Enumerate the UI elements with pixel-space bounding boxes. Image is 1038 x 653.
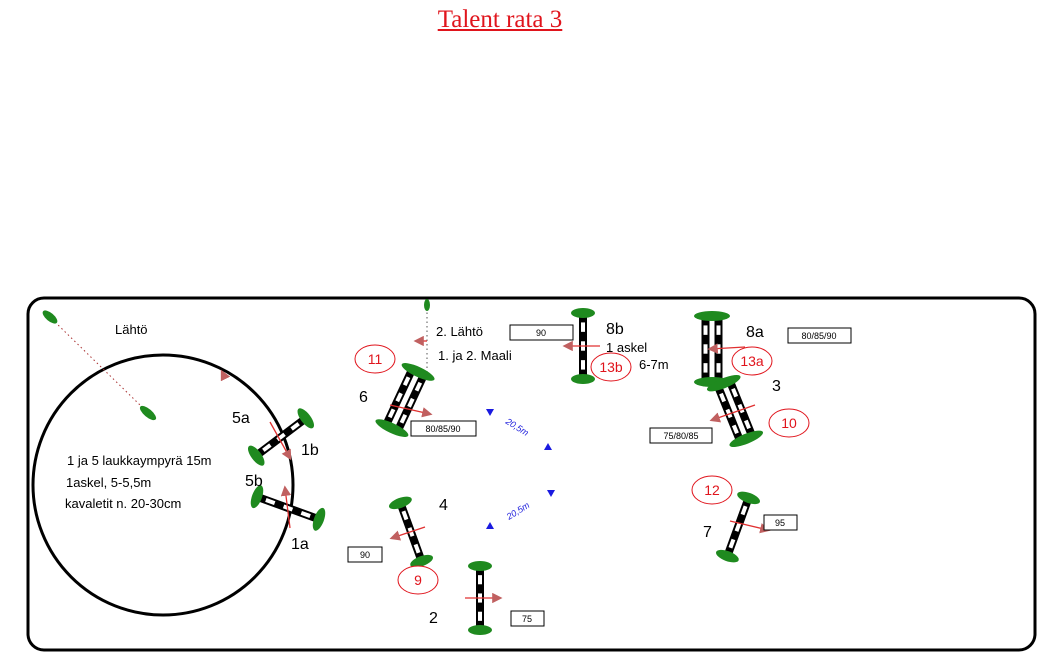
round2-number: 12 <box>691 475 733 505</box>
jump-obstacle <box>706 375 764 447</box>
wing-icon <box>468 561 492 571</box>
circle-note: 1askel, 5-5,5m <box>66 475 151 490</box>
svg-text:13a: 13a <box>740 353 764 369</box>
course-title: Talent rata 3 <box>437 6 563 33</box>
wing-icon <box>571 308 595 318</box>
svg-text:12: 12 <box>704 482 720 498</box>
svg-text:75: 75 <box>522 614 532 624</box>
jump-number: 4 <box>439 497 448 514</box>
jump-obstacle <box>715 491 761 563</box>
distance-marker-icon <box>486 409 494 416</box>
wing-icon <box>694 311 730 321</box>
round2-number: 13a <box>731 346 773 376</box>
height-box: 90 <box>347 546 383 563</box>
svg-text:9: 9 <box>414 572 422 588</box>
canter-circle <box>31 353 295 617</box>
wing-icon <box>468 625 492 635</box>
svg-text:10: 10 <box>781 415 797 431</box>
direction-arrow-icon <box>269 421 292 461</box>
wing-icon <box>401 363 435 381</box>
svg-text:90: 90 <box>536 328 546 338</box>
wing-icon <box>571 374 595 384</box>
round2-number: 9 <box>397 565 439 595</box>
wing-icon <box>706 375 741 392</box>
start2-label: 2. Lähtö <box>436 324 483 339</box>
round2-number: 13b <box>590 352 632 382</box>
direction-arrow-icon <box>389 526 426 541</box>
direction-arrow-icon <box>709 404 756 423</box>
jump-number: 6 <box>359 389 368 406</box>
arena-border <box>26 296 1037 652</box>
distance-8-label: 6-7m <box>639 357 669 372</box>
circle-note: 1 ja 5 laukkaympyrä 15m <box>67 453 212 468</box>
direction-arrow-icon <box>729 520 771 534</box>
jump-number: 8b <box>606 321 624 338</box>
direction-arrow-icon <box>707 343 746 354</box>
direction-arrow-icon <box>280 485 292 529</box>
svg-text:75/80/85: 75/80/85 <box>663 431 698 441</box>
finish-label: 1. ja 2. Maali <box>438 348 512 363</box>
wing-icon <box>737 491 761 505</box>
wing-icon <box>250 485 264 509</box>
start-label: Lähtö <box>115 322 148 337</box>
round2-number: 11 <box>354 344 396 374</box>
height-box: 75 <box>510 610 545 627</box>
one-stride-label: 1 askel <box>606 340 647 355</box>
svg-text:80/85/90: 80/85/90 <box>425 424 460 434</box>
wing-icon <box>715 549 739 563</box>
jump-number: 1b <box>301 442 319 459</box>
start-marker-icon <box>424 299 430 311</box>
wing-icon <box>312 507 326 531</box>
jump-number: 8a <box>746 324 764 341</box>
distance-marker-icon <box>544 443 552 450</box>
distance-marker-icon <box>547 490 555 497</box>
jump-number: 2 <box>429 610 438 627</box>
distance-label: 20,5m <box>504 500 532 523</box>
wing-icon <box>375 419 409 437</box>
jump-number: 5b <box>245 473 263 490</box>
jump-number: 7 <box>703 524 712 541</box>
direction-arrow-icon <box>220 369 231 382</box>
height-box: 90 <box>509 324 574 341</box>
svg-text:95: 95 <box>775 518 785 528</box>
height-box: 75/80/85 <box>649 427 713 444</box>
direction-arrow-icon <box>389 404 433 418</box>
wing-icon <box>729 430 764 447</box>
circle-note: kavaletit n. 20-30cm <box>65 496 181 511</box>
jump-number: 3 <box>772 378 781 395</box>
jump-obstacle <box>375 363 435 437</box>
distance-label: 20,5m <box>503 416 531 439</box>
wing-icon <box>388 496 412 510</box>
start-marker-icon <box>139 405 157 421</box>
wing-icon <box>247 445 265 466</box>
distance-marker-icon <box>486 522 494 529</box>
svg-text:13b: 13b <box>599 359 623 375</box>
height-box: 95 <box>763 514 798 531</box>
height-box: 80/85/90 <box>410 420 477 437</box>
jump-number: 1a <box>291 536 309 553</box>
svg-text:11: 11 <box>368 351 383 367</box>
jump-obstacle <box>247 408 315 466</box>
jump-number: 5a <box>232 410 250 427</box>
svg-text:90: 90 <box>360 550 370 560</box>
round2-number: 10 <box>768 408 810 438</box>
start-marker-icon <box>42 310 58 324</box>
svg-text:80/85/90: 80/85/90 <box>801 331 836 341</box>
start-line-1 <box>54 321 141 406</box>
wing-icon <box>410 554 434 568</box>
wing-icon <box>297 408 315 429</box>
height-box: 80/85/90 <box>787 327 852 344</box>
